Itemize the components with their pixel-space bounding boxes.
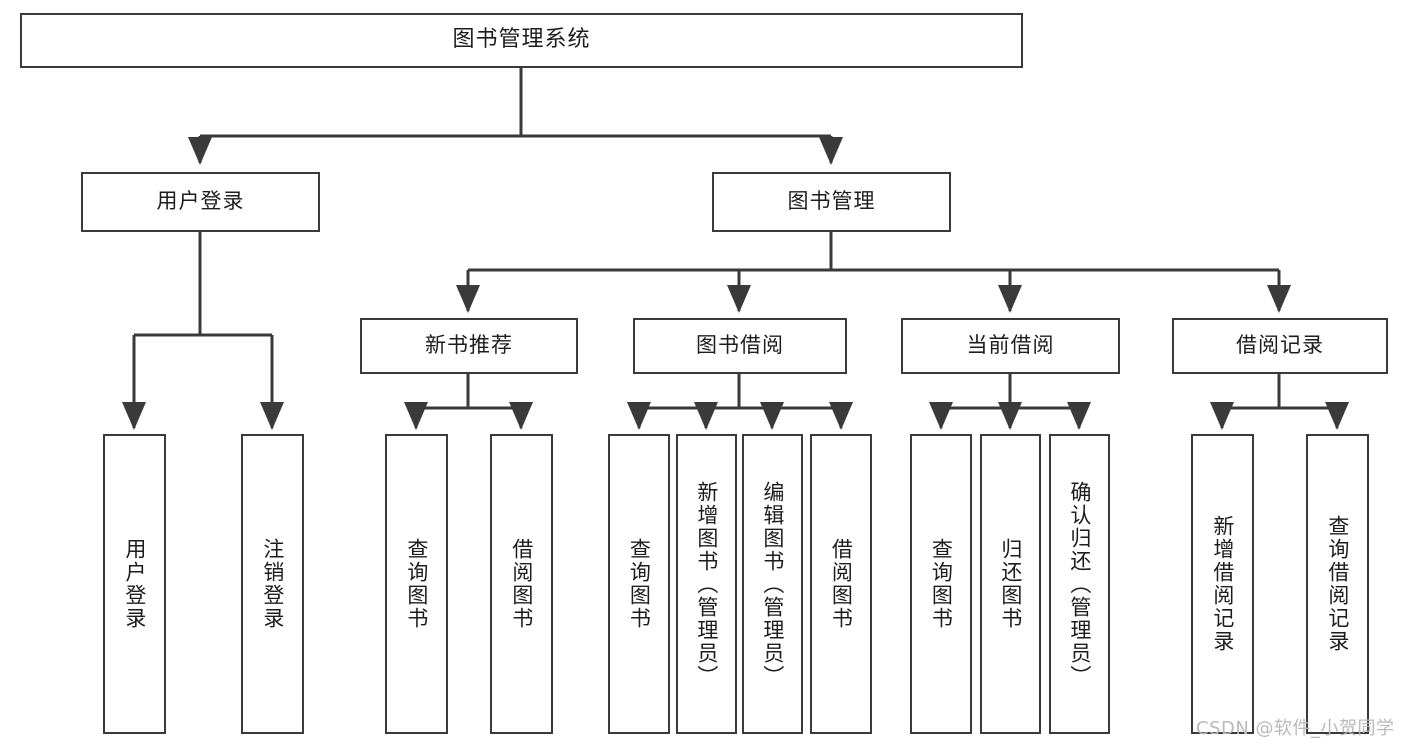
- leaf-logout[interactable]: 注销登录: [241, 434, 304, 734]
- leaf-label: 查询借阅记录: [1325, 515, 1350, 653]
- leaf-add-borrow-record[interactable]: 新增借阅记录: [1191, 434, 1254, 734]
- leaf-label: 查询图书: [929, 538, 954, 630]
- node-new-book-recommend[interactable]: 新书推荐: [360, 318, 578, 374]
- node-label: 图书管理系统: [452, 27, 591, 53]
- leaf-add-book-admin[interactable]: 新增图书（管理员）: [676, 434, 737, 734]
- leaf-label: 确认归还（管理员）: [1067, 480, 1092, 688]
- leaf-label: 新增图书（管理员）: [694, 480, 719, 688]
- node-user-login[interactable]: 用户登录: [81, 172, 320, 232]
- node-book-borrow[interactable]: 图书借阅: [633, 318, 847, 374]
- leaf-label: 编辑图书（管理员）: [760, 480, 785, 688]
- node-label: 借阅记录: [1236, 333, 1324, 358]
- leaf-borrow-book-recommend[interactable]: 借阅图书: [490, 434, 553, 734]
- node-label: 新书推荐: [425, 333, 513, 358]
- node-book-management[interactable]: 图书管理: [712, 172, 951, 232]
- watermark-text: CSDN @软件_小贺同学: [1196, 718, 1395, 739]
- node-current-borrow[interactable]: 当前借阅: [901, 318, 1120, 374]
- leaf-query-book-borrow[interactable]: 查询图书: [608, 434, 670, 734]
- leaf-query-borrow-record[interactable]: 查询借阅记录: [1306, 434, 1369, 734]
- leaf-borrow-book[interactable]: 借阅图书: [810, 434, 872, 734]
- leaf-label: 查询图书: [627, 538, 652, 630]
- node-label: 当前借阅: [966, 333, 1055, 358]
- leaf-label: 新增借阅记录: [1210, 515, 1235, 653]
- node-root-system[interactable]: 图书管理系统: [20, 13, 1023, 68]
- leaf-label: 归还图书: [998, 538, 1023, 630]
- leaf-label: 借阅图书: [829, 538, 854, 630]
- node-borrow-record[interactable]: 借阅记录: [1172, 318, 1388, 374]
- leaf-query-book-recommend[interactable]: 查询图书: [385, 434, 448, 734]
- node-label: 图书管理: [787, 189, 876, 214]
- node-label: 图书借阅: [696, 333, 784, 358]
- leaf-return-book[interactable]: 归还图书: [980, 434, 1041, 734]
- leaf-confirm-return-admin[interactable]: 确认归还（管理员）: [1049, 434, 1110, 734]
- leaf-label: 用户登录: [122, 538, 147, 630]
- leaf-user-login[interactable]: 用户登录: [103, 434, 166, 734]
- node-label: 用户登录: [156, 189, 245, 214]
- leaf-label: 查询图书: [404, 538, 429, 630]
- leaf-edit-book-admin[interactable]: 编辑图书（管理员）: [742, 434, 803, 734]
- leaf-query-book-current[interactable]: 查询图书: [910, 434, 972, 734]
- leaf-label: 注销登录: [260, 538, 285, 630]
- leaf-label: 借阅图书: [509, 538, 534, 630]
